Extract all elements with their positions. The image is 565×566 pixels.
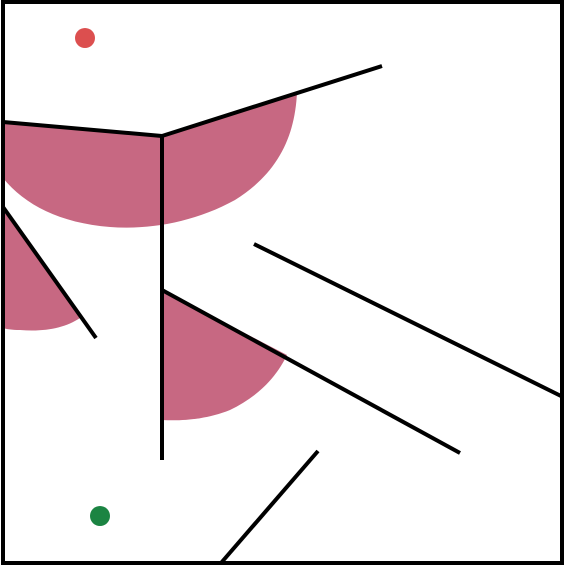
- cone-layer: [3, 92, 297, 421]
- agent-green-dot-icon: [90, 506, 110, 526]
- wall-segment: [161, 64, 383, 138]
- cone-region: [162, 290, 287, 421]
- wall-segment: [161, 288, 461, 455]
- wall-segment: [253, 242, 564, 399]
- goal-red-dot-icon: [75, 28, 95, 48]
- wall-segment: [219, 449, 320, 565]
- wall-segment: [2, 120, 163, 138]
- cone-region: [3, 207, 80, 331]
- wall-segment: [1, 205, 98, 340]
- wall-layer: [1, 64, 564, 565]
- cone-region: [3, 92, 297, 228]
